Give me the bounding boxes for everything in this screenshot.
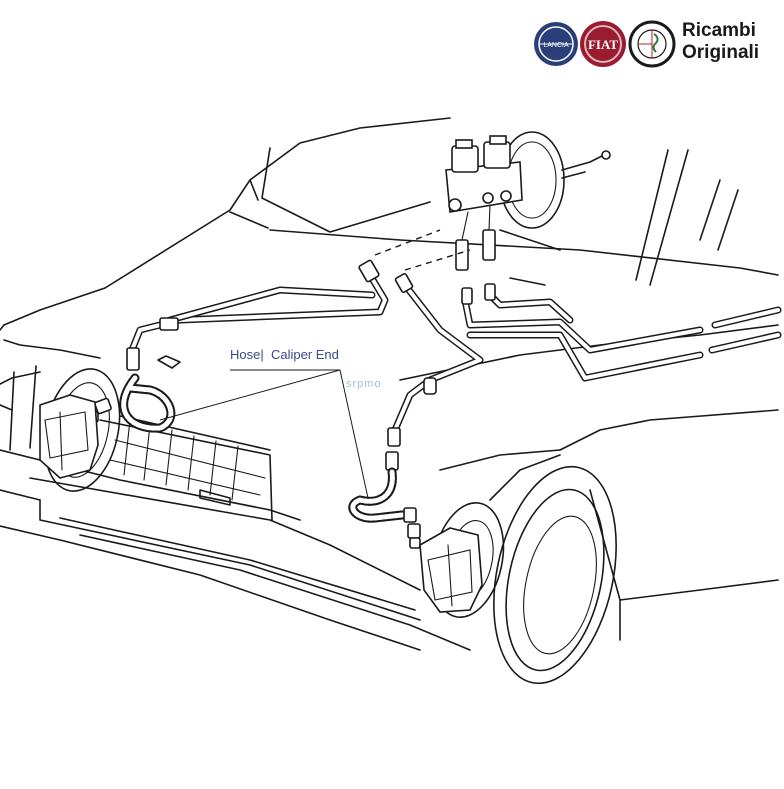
- lancia-logo: LANCIA: [534, 22, 578, 66]
- master-cylinder: [445, 135, 523, 271]
- left-brake-caliper: [39, 394, 99, 479]
- watermark: srpmo: [346, 378, 382, 390]
- brand-text: Ricambi Originali: [682, 20, 759, 64]
- svg-text:LANCIA: LANCIA: [543, 42, 569, 49]
- right-brake-caliper: [419, 527, 483, 613]
- brand-line-2: Originali: [682, 42, 760, 63]
- pipe-fittings: [126, 259, 496, 471]
- hose-caliper-end-label: Hose| Caliper End: [230, 347, 339, 362]
- callout-leaders: [159, 369, 369, 499]
- alfa-romeo-logo: [628, 20, 676, 68]
- brand-line-1: Ricambi: [682, 20, 756, 41]
- svg-text:FIAT: FIAT: [588, 37, 618, 52]
- fiat-logo: FIAT: [580, 21, 626, 67]
- brake-pipes: [128, 271, 782, 434]
- car-body: [0, 117, 779, 685]
- right-brake-hose: [348, 467, 421, 549]
